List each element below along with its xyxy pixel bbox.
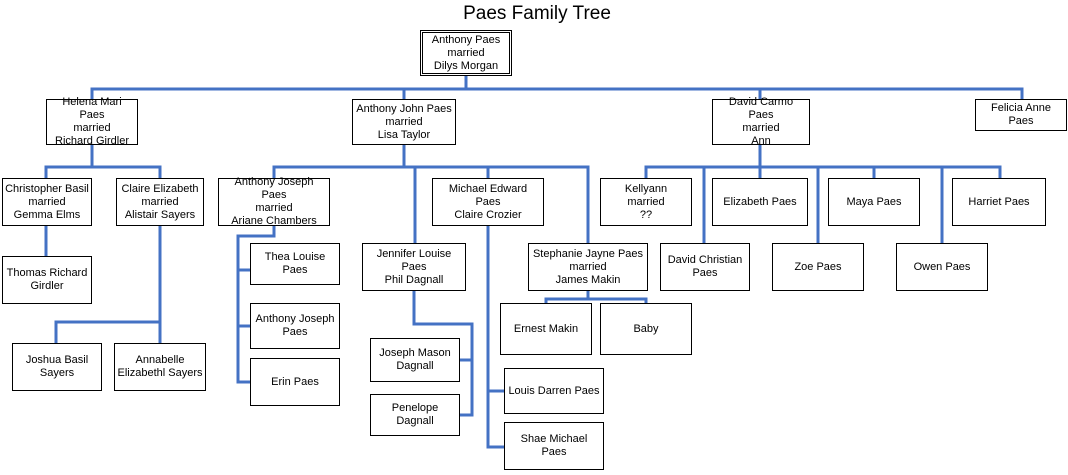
person-node-label: Felicia Anne Paes — [991, 102, 1051, 127]
person-node-kellyann: Kellyann married ?? — [600, 178, 692, 226]
person-node-anthony-joseph-sr: Anthony Joseph Paes married Ariane Chamb… — [218, 176, 330, 227]
person-node-label: Baby — [633, 322, 659, 335]
person-node-label: David Carmo Paes married Ann — [728, 96, 794, 147]
person-node-label: Helena Mari Paes married Richard Girdler — [55, 96, 129, 147]
person-node-label: Anthony Paes married Dilys Morgan — [431, 33, 501, 72]
person-node-david-carmo: David Carmo Paes married Ann — [712, 96, 810, 147]
person-node-anthony-joseph-jr: Anthony Joseph Paes — [250, 303, 340, 349]
person-node-label: Anthony Joseph Paes — [255, 313, 335, 338]
person-node-thomas: Thomas Richard Girdler — [2, 256, 92, 304]
person-node-anthony-john: Anthony John Paes married Lisa Taylor — [352, 99, 456, 145]
person-node-label: Joshua Basil Sayers — [25, 354, 89, 379]
person-node-label: Michael Edward Paes Claire Crozier — [448, 182, 528, 221]
person-node-label: Zoe Paes — [794, 260, 842, 273]
person-node-label: Anthony John Paes married Lisa Taylor — [356, 102, 452, 141]
person-node-claire: Claire Elizabeth married Alistair Sayers — [116, 178, 204, 226]
person-node-joseph-mason: Joseph Mason Dagnall — [370, 338, 460, 382]
person-node-thea: Thea Louise Paes — [250, 243, 340, 285]
person-node-label: Claire Elizabeth married Alistair Sayers — [121, 182, 199, 221]
person-node-stephanie: Stephanie Jayne Paes married James Makin — [528, 243, 648, 291]
person-node-felicia: Felicia Anne Paes — [975, 99, 1067, 131]
person-node-baby: Baby — [600, 303, 692, 355]
person-node-label: Thomas Richard Girdler — [6, 267, 88, 292]
person-node-owen: Owen Paes — [896, 243, 988, 291]
person-node-label: Christopher Basil married Gemma Elms — [5, 182, 89, 221]
person-node-michael: Michael Edward Paes Claire Crozier — [432, 178, 544, 226]
person-node-annabelle: Annabelle Elizabethl Sayers — [114, 343, 206, 391]
person-node-zoe: Zoe Paes — [772, 243, 864, 291]
person-node-label: Stephanie Jayne Paes married James Makin — [532, 247, 644, 286]
person-node-jennifer: Jennifer Louise Paes Phil Dagnall — [362, 243, 466, 291]
person-node-label: Joseph Mason Dagnall — [379, 347, 451, 372]
person-node-label: David Christian Paes — [667, 254, 743, 279]
person-node-label: Jennifer Louise Paes Phil Dagnall — [376, 247, 452, 286]
diagram-title: Paes Family Tree — [463, 3, 611, 24]
person-node-label: Louis Darren Paes — [508, 384, 600, 397]
person-node-label: Kellyann married ?? — [624, 182, 668, 221]
person-node-label: Thea Louise Paes — [264, 251, 326, 276]
person-node-label: Harriet Paes — [968, 195, 1030, 208]
person-node-erin: Erin Paes — [250, 358, 340, 406]
person-node-ernest: Ernest Makin — [500, 303, 592, 355]
person-node-label: Owen Paes — [913, 260, 971, 273]
person-node-label: Maya Paes — [846, 195, 902, 208]
person-node-maya: Maya Paes — [828, 178, 920, 226]
person-node-louis: Louis Darren Paes — [504, 368, 604, 414]
person-node-label: Ernest Makin — [513, 322, 579, 335]
person-node-joshua: Joshua Basil Sayers — [12, 343, 102, 391]
person-node-label: Elizabeth Paes — [723, 195, 797, 208]
person-node-helena: Helena Mari Paes married Richard Girdler — [46, 96, 138, 147]
person-node-label: Erin Paes — [271, 375, 319, 388]
person-node-harriet: Harriet Paes — [952, 178, 1046, 226]
person-node-david-christian: David Christian Paes — [660, 243, 750, 291]
person-node-label: Annabelle Elizabethl Sayers — [117, 354, 203, 379]
person-node-label: Penelope Dagnall — [391, 402, 439, 427]
person-node-christopher: Christopher Basil married Gemma Elms — [2, 178, 92, 226]
person-node-anthony-dilys: Anthony Paes married Dilys Morgan — [420, 30, 512, 76]
person-node-label: Shae Michael Paes — [520, 433, 588, 458]
person-node-shae: Shae Michael Paes — [504, 422, 604, 470]
person-node-penelope: Penelope Dagnall — [370, 394, 460, 436]
person-node-elizabeth: Elizabeth Paes — [712, 178, 808, 226]
person-node-label: Anthony Joseph Paes married Ariane Chamb… — [231, 176, 317, 227]
